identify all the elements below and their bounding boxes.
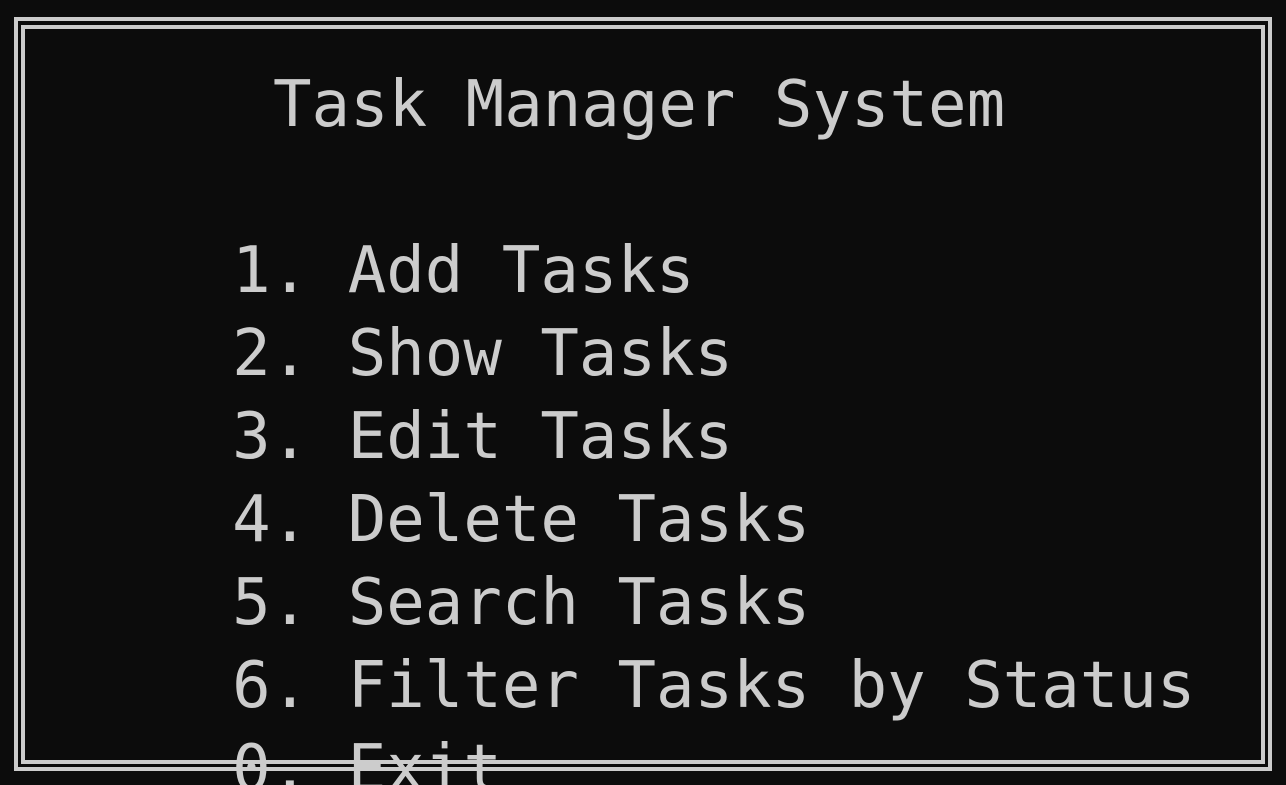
menu-item-label: Edit Tasks bbox=[347, 400, 734, 474]
menu-item-label: Add Tasks bbox=[347, 234, 695, 308]
menu-item-delete-tasks[interactable]: 4. Delete Tasks bbox=[78, 396, 1195, 557]
menu-item-exit[interactable]: 0. Exit bbox=[78, 645, 1195, 785]
console-border-inner bbox=[21, 25, 1265, 764]
menu-item-filter-tasks-by-status[interactable]: 6. Filter Tasks by Status bbox=[78, 562, 1195, 723]
task-menu: Task Manager System 1. Add Tasks 2. Show… bbox=[78, 64, 1195, 785]
menu-item-key: 6. bbox=[232, 649, 310, 723]
console-border-outer bbox=[14, 17, 1272, 771]
menu-item-key: 2. bbox=[232, 317, 310, 391]
page-title: Task Manager System bbox=[273, 68, 1006, 142]
menu-item-show-tasks[interactable]: 2. Show Tasks bbox=[78, 230, 1195, 391]
menu-item-key: 5. bbox=[232, 566, 310, 640]
menu-item-search-tasks[interactable]: 5. Search Tasks bbox=[78, 479, 1195, 640]
menu-item-label: Exit bbox=[347, 732, 502, 785]
menu-item-key: 1. bbox=[232, 234, 310, 308]
menu-item-key: 4. bbox=[232, 483, 310, 557]
menu-item-key: 3. bbox=[232, 400, 310, 474]
menu-item-add-tasks[interactable]: 1. Add Tasks bbox=[78, 147, 1195, 308]
menu-item-label: Filter Tasks by Status bbox=[347, 649, 1196, 723]
menu-item-label: Search Tasks bbox=[347, 566, 811, 640]
menu-item-key: 0. bbox=[232, 732, 310, 785]
menu-item-edit-tasks[interactable]: 3. Edit Tasks bbox=[78, 313, 1195, 474]
menu-item-label: Show Tasks bbox=[347, 317, 734, 391]
menu-item-label: Delete Tasks bbox=[347, 483, 811, 557]
